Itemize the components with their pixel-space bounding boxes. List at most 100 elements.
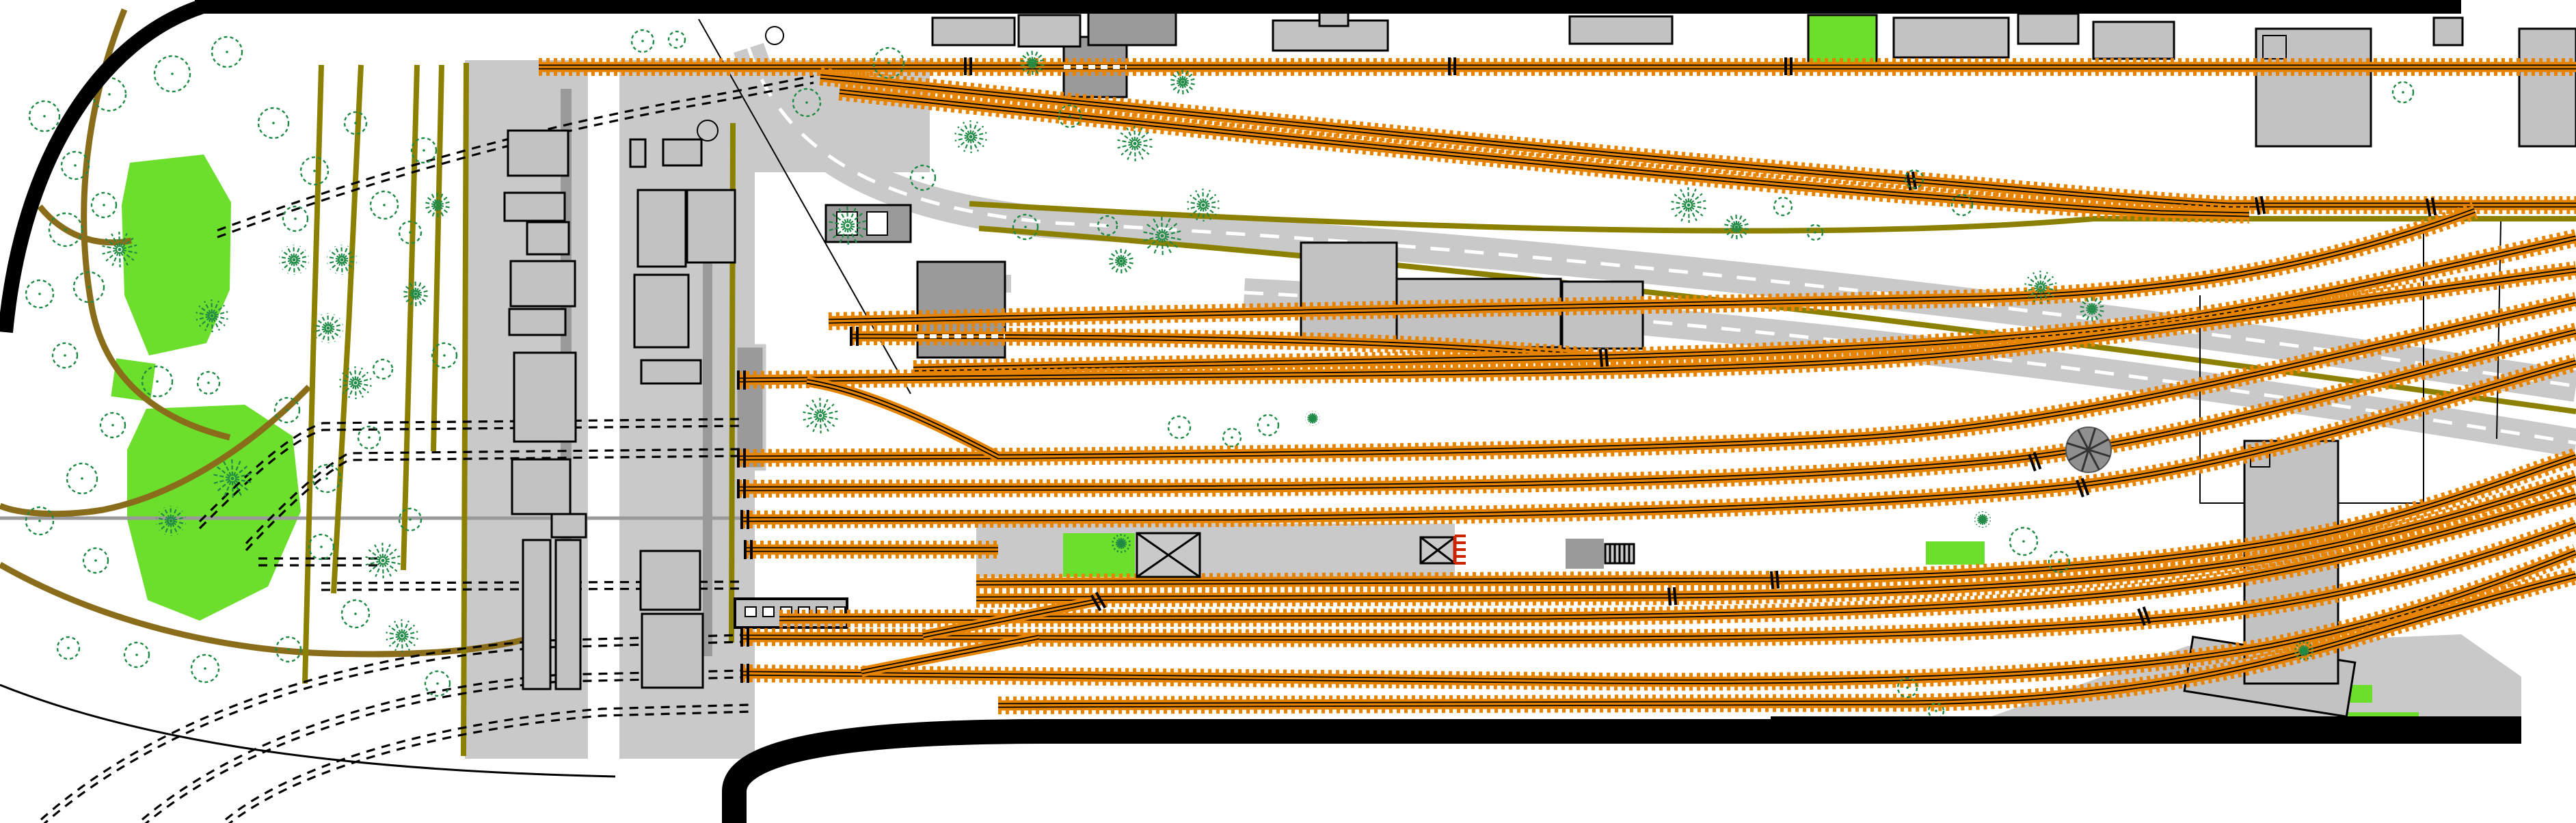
tree-deciduous-icon bbox=[1167, 415, 1192, 440]
tree-deciduous-icon bbox=[431, 342, 458, 369]
throat-link-2 bbox=[922, 595, 1102, 641]
tree-deciduous-icon bbox=[282, 205, 309, 232]
tree-deciduous-icon bbox=[1896, 677, 1918, 699]
tree-deciduous-icon bbox=[28, 100, 61, 133]
tree-conifer-icon bbox=[1108, 247, 1135, 275]
turnout-mark-icon bbox=[1090, 591, 1107, 612]
tree-deciduous-icon bbox=[56, 636, 81, 660]
tree-deciduous-icon bbox=[1058, 104, 1082, 129]
tree-conifer-icon bbox=[1112, 533, 1131, 554]
buffer-stop-icon bbox=[740, 664, 749, 683]
hidden-track-7 bbox=[217, 75, 814, 239]
turnout-mark-icon bbox=[2425, 197, 2437, 217]
shed-window bbox=[762, 606, 775, 617]
turnout-mark-icon bbox=[2076, 478, 2090, 498]
tree-deciduous-icon bbox=[1950, 193, 1974, 217]
building bbox=[2092, 21, 2175, 60]
building bbox=[526, 221, 570, 256]
tree-conifer-icon bbox=[1117, 125, 1153, 162]
engine-shed bbox=[916, 260, 1006, 359]
olive-line-4 bbox=[431, 64, 444, 452]
tree-deciduous-icon bbox=[340, 599, 371, 629]
hidden-track-1 bbox=[40, 634, 743, 823]
tree-deciduous-icon bbox=[410, 137, 438, 164]
kiosk bbox=[629, 138, 647, 168]
tree-conifer-icon bbox=[1974, 511, 1991, 528]
tree-deciduous-icon bbox=[1097, 215, 1118, 237]
turnout-mark-icon bbox=[2137, 606, 2151, 626]
tree-deciduous-icon bbox=[372, 358, 394, 380]
tree-conifer-icon bbox=[2024, 270, 2057, 304]
tree-conifer-icon bbox=[313, 312, 343, 344]
fountain bbox=[765, 26, 784, 45]
turnout-mark-icon bbox=[2028, 452, 2042, 472]
tree-deciduous-icon bbox=[1257, 414, 1280, 437]
tree-conifer-icon bbox=[213, 459, 252, 498]
green-building bbox=[1807, 14, 1878, 64]
dark-strip-2 bbox=[703, 205, 712, 656]
tree-deciduous-icon bbox=[792, 87, 822, 118]
lawn-1 bbox=[122, 154, 231, 355]
layer-ground bbox=[111, 60, 2521, 759]
building bbox=[2262, 35, 2287, 59]
building bbox=[509, 260, 576, 308]
yard-track-7 bbox=[779, 487, 2576, 628]
border-arc-northwest bbox=[0, 0, 204, 334]
tree-deciduous-icon bbox=[196, 370, 221, 395]
layer-markers bbox=[737, 57, 2437, 683]
throat-link-3 bbox=[805, 376, 1001, 461]
main-line-branch-a bbox=[819, 68, 2576, 214]
main-line-branch-b bbox=[838, 83, 2250, 224]
tree-conifer-icon bbox=[1671, 187, 1706, 224]
tree-deciduous-icon bbox=[2048, 550, 2071, 574]
yard-track-5 bbox=[976, 448, 2576, 592]
turnout-mark-icon bbox=[964, 57, 972, 75]
tree-deciduous-icon bbox=[398, 220, 422, 245]
building bbox=[636, 189, 687, 268]
tree-deciduous-icon bbox=[2391, 81, 2415, 104]
hidden-track-2 bbox=[141, 669, 743, 823]
building bbox=[1892, 16, 2010, 59]
building bbox=[507, 129, 569, 177]
crossing-box-icon bbox=[1136, 532, 1201, 578]
tree-conifer-icon bbox=[402, 280, 429, 308]
tree-deciduous-icon bbox=[1927, 702, 1945, 720]
lawn-patch-east bbox=[1926, 541, 1985, 565]
gate-pad bbox=[1566, 539, 1604, 569]
yard-track-8 bbox=[741, 516, 2576, 648]
tree-deciduous-icon bbox=[82, 547, 109, 574]
tree-deciduous-icon bbox=[909, 164, 937, 191]
tree-deciduous-icon bbox=[312, 463, 342, 494]
olive-line-1 bbox=[302, 64, 324, 684]
building bbox=[2017, 12, 2080, 45]
layer-hidden-tracks bbox=[40, 75, 814, 823]
building bbox=[550, 513, 587, 539]
tree-deciduous-icon bbox=[1222, 427, 1242, 448]
tree-deciduous-icon bbox=[1806, 224, 1824, 241]
tree-conifer-icon bbox=[2294, 640, 2313, 661]
hidden-track-8 bbox=[258, 557, 383, 567]
tree-deciduous-icon bbox=[25, 506, 55, 536]
platform-island bbox=[734, 344, 766, 471]
turnout-mark-icon bbox=[1784, 57, 1793, 75]
tree-deciduous-icon bbox=[630, 29, 655, 53]
tree-deciduous-icon bbox=[343, 111, 368, 135]
shed-track bbox=[850, 327, 1594, 366]
shed-door bbox=[866, 211, 888, 236]
tree-deciduous-icon bbox=[153, 55, 191, 93]
buffer-stop-icon bbox=[740, 628, 749, 647]
tree-deciduous-icon bbox=[275, 636, 302, 663]
shed-window bbox=[744, 606, 757, 617]
tree-deciduous-icon bbox=[398, 507, 422, 532]
tree-conifer-icon bbox=[1305, 410, 1320, 427]
tree-conifer-icon bbox=[327, 244, 357, 275]
tree-deciduous-icon bbox=[51, 342, 79, 369]
building bbox=[503, 191, 566, 222]
tree-deciduous-icon bbox=[72, 271, 105, 303]
olive-forecourt-west bbox=[461, 62, 469, 757]
tree-conifer-icon bbox=[803, 397, 838, 434]
white-road-vertical bbox=[588, 60, 619, 759]
border-top bbox=[195, 0, 2461, 14]
tree-deciduous-icon bbox=[299, 156, 330, 186]
border-bottom bbox=[722, 719, 2521, 823]
